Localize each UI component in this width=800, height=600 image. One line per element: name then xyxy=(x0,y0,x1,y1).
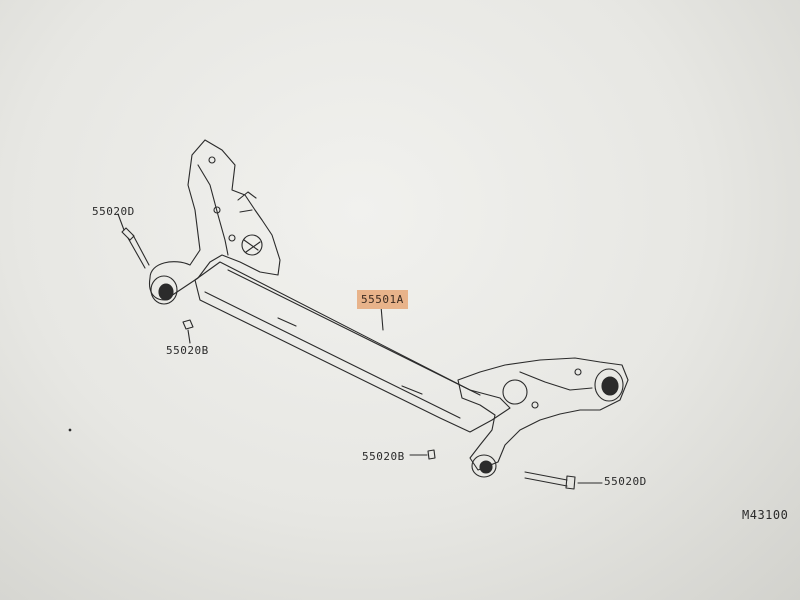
bolt-lower-right xyxy=(524,471,576,490)
cross-beam xyxy=(194,261,511,433)
right-front-bushing xyxy=(471,454,497,478)
bolt-upper-left xyxy=(121,227,150,269)
scan-speck xyxy=(68,428,72,432)
left-arm-rivet-2 xyxy=(213,206,221,214)
right-trailing-arm xyxy=(457,357,629,471)
right-arm-inner-edge xyxy=(519,371,593,391)
part-label-55501A-highlighted: 55501A xyxy=(357,290,408,309)
leader-55020D-upper xyxy=(117,213,125,231)
part-label-55020B-left: 55020B xyxy=(166,344,209,357)
left-arm-hole xyxy=(241,234,263,256)
left-arm-bracket xyxy=(237,191,257,213)
nut-lower xyxy=(427,449,436,460)
cross-beam-top-edge xyxy=(227,269,481,396)
cross-beam-slot-2 xyxy=(401,385,423,395)
right-arm-hole xyxy=(502,379,528,405)
left-arm-rivet-3 xyxy=(228,234,236,242)
right-arm-rivet-2 xyxy=(531,401,539,409)
left-arm-rivet-1 xyxy=(208,156,216,164)
part-label-55020B-lower: 55020B xyxy=(362,450,405,463)
left-bushing xyxy=(150,275,178,305)
right-rear-bushing-core xyxy=(601,376,619,396)
right-arm-rivet-1 xyxy=(574,368,582,376)
cross-beam-bottom-edge xyxy=(204,291,461,419)
part-label-55020D-lower: 55020D xyxy=(604,475,647,488)
leader-55020B-left xyxy=(187,329,191,344)
part-label-55020D-upper: 55020D xyxy=(92,205,135,218)
left-bushing-core xyxy=(158,283,174,301)
left-trailing-arm xyxy=(148,139,281,301)
cross-beam-slot-1 xyxy=(277,317,297,327)
leader-55501A xyxy=(380,305,384,331)
right-front-bushing-core xyxy=(479,460,493,474)
left-arm-hole-detail xyxy=(243,239,261,253)
right-rear-bushing xyxy=(594,368,624,402)
nut-left xyxy=(182,319,194,330)
left-arm-inner-edge xyxy=(197,164,229,256)
figure-code: M43100 xyxy=(742,508,789,522)
